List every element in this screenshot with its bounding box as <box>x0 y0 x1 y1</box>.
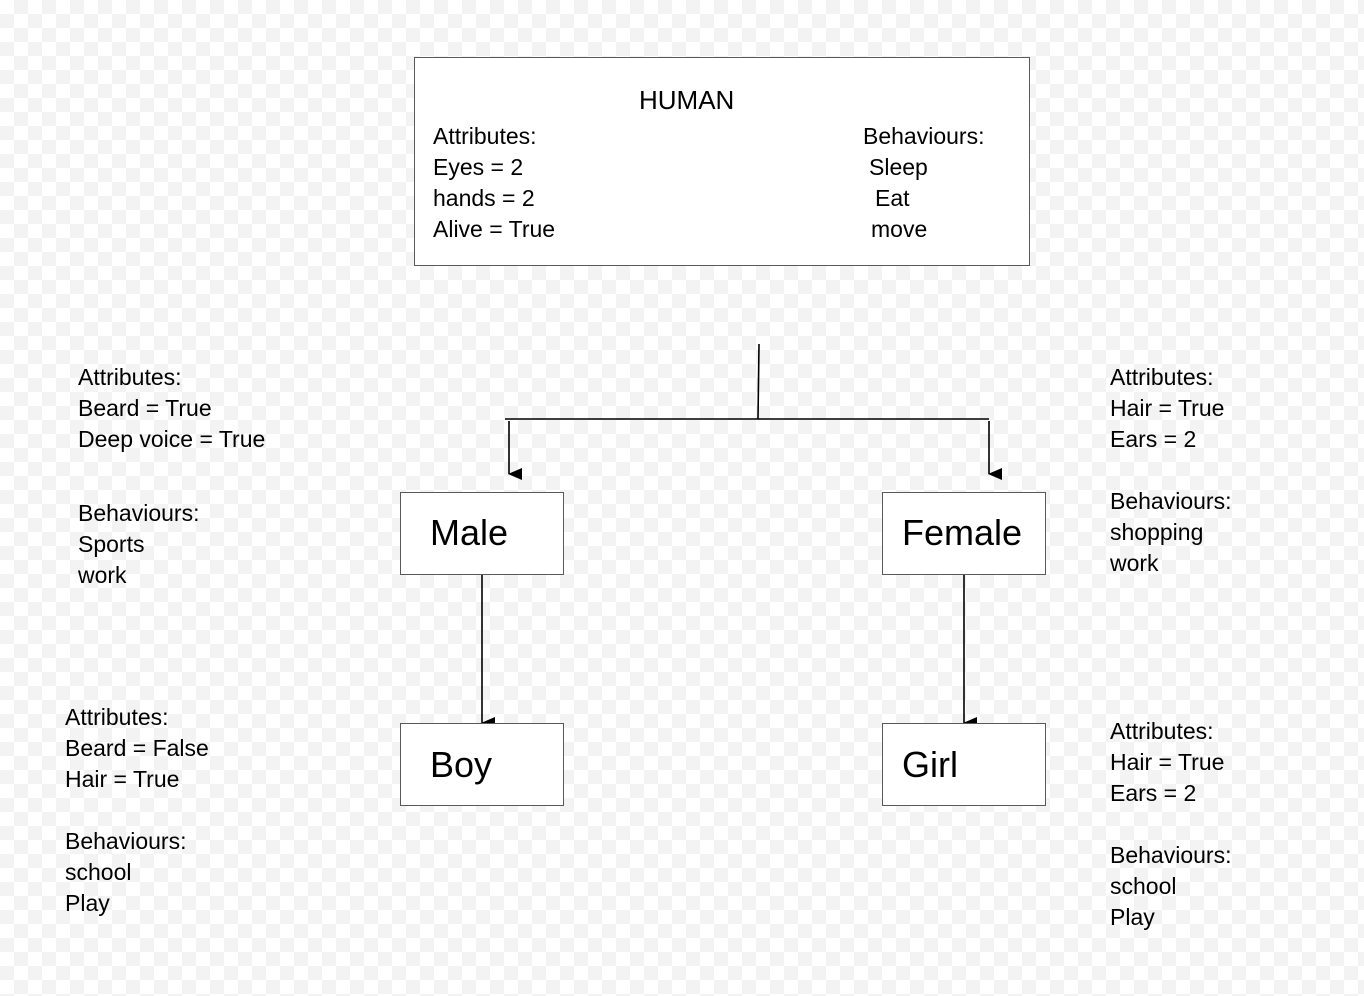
behaviour-item: work <box>1110 550 1159 576</box>
human-attributes: Attributes: Eyes = 2 hands = 2 Alive = T… <box>433 121 555 245</box>
human-behaviours: Behaviours: Sleep Eat move <box>863 121 984 245</box>
human-trunk-line <box>757 343 760 420</box>
attribute-item: Beard = True <box>78 395 212 421</box>
behaviour-item: school <box>65 859 132 885</box>
attribute-item: Alive = True <box>433 216 556 242</box>
girl-class-box <box>882 723 1046 806</box>
behaviour-item: Sports <box>78 531 145 557</box>
attributes-header: Attributes: <box>1110 718 1214 744</box>
attribute-item: Hair = True <box>65 766 180 792</box>
behaviour-item: Sleep <box>869 154 928 180</box>
male-behaviours: Behaviours: Sports work <box>78 498 199 591</box>
attribute-item: Hair = True <box>1110 395 1225 421</box>
girl-behaviours: Behaviours: school Play <box>1110 840 1231 933</box>
attributes-header: Attributes: <box>1110 364 1214 390</box>
attributes-header: Attributes: <box>65 704 169 730</box>
attribute-item: hands = 2 <box>433 185 535 211</box>
female-label: Female <box>902 512 1023 553</box>
boy-label: Boy <box>430 744 493 785</box>
behaviour-item: Eat <box>875 185 910 211</box>
behaviours-header: Behaviours: <box>863 123 985 149</box>
boy-behaviours: Behaviours: school Play <box>65 826 186 919</box>
behaviours-header: Behaviours: <box>1110 488 1232 514</box>
attributes-header: Attributes: <box>433 123 537 149</box>
male-label: Male <box>430 512 509 553</box>
behaviours-header: Behaviours: <box>1110 842 1232 868</box>
attribute-item: Deep voice = True <box>78 426 266 452</box>
boy-description: Attributes: Beard = False Hair = True <box>65 702 209 795</box>
girl-label: Girl <box>902 744 958 785</box>
male-description: Attributes: Beard = True Deep voice = Tr… <box>78 362 265 455</box>
attribute-item: Ears = 2 <box>1110 780 1197 806</box>
attribute-item: Hair = True <box>1110 749 1225 775</box>
girl-description: Attributes: Hair = True Ears = 2 <box>1110 716 1224 809</box>
behaviour-item: work <box>78 562 127 588</box>
attribute-item: Eyes = 2 <box>433 154 524 180</box>
female-behaviours: Behaviours: shopping work <box>1110 486 1231 579</box>
behaviours-header: Behaviours: <box>78 500 200 526</box>
behaviour-item: Play <box>65 890 110 916</box>
human-class-box <box>414 57 1030 266</box>
behaviour-item: move <box>871 216 928 242</box>
attribute-item: Ears = 2 <box>1110 426 1197 452</box>
behaviour-item: shopping <box>1110 519 1204 545</box>
behaviour-item: Play <box>1110 904 1155 930</box>
male-class-box <box>400 492 564 575</box>
attribute-item: Beard = False <box>65 735 209 761</box>
boy-class-box <box>400 723 564 806</box>
human-title: HUMAN <box>639 85 735 115</box>
female-description: Attributes: Hair = True Ears = 2 <box>1110 362 1224 455</box>
attributes-header: Attributes: <box>78 364 182 390</box>
female-class-box <box>882 492 1046 575</box>
behaviour-item: school <box>1110 873 1177 899</box>
behaviours-header: Behaviours: <box>65 828 187 854</box>
